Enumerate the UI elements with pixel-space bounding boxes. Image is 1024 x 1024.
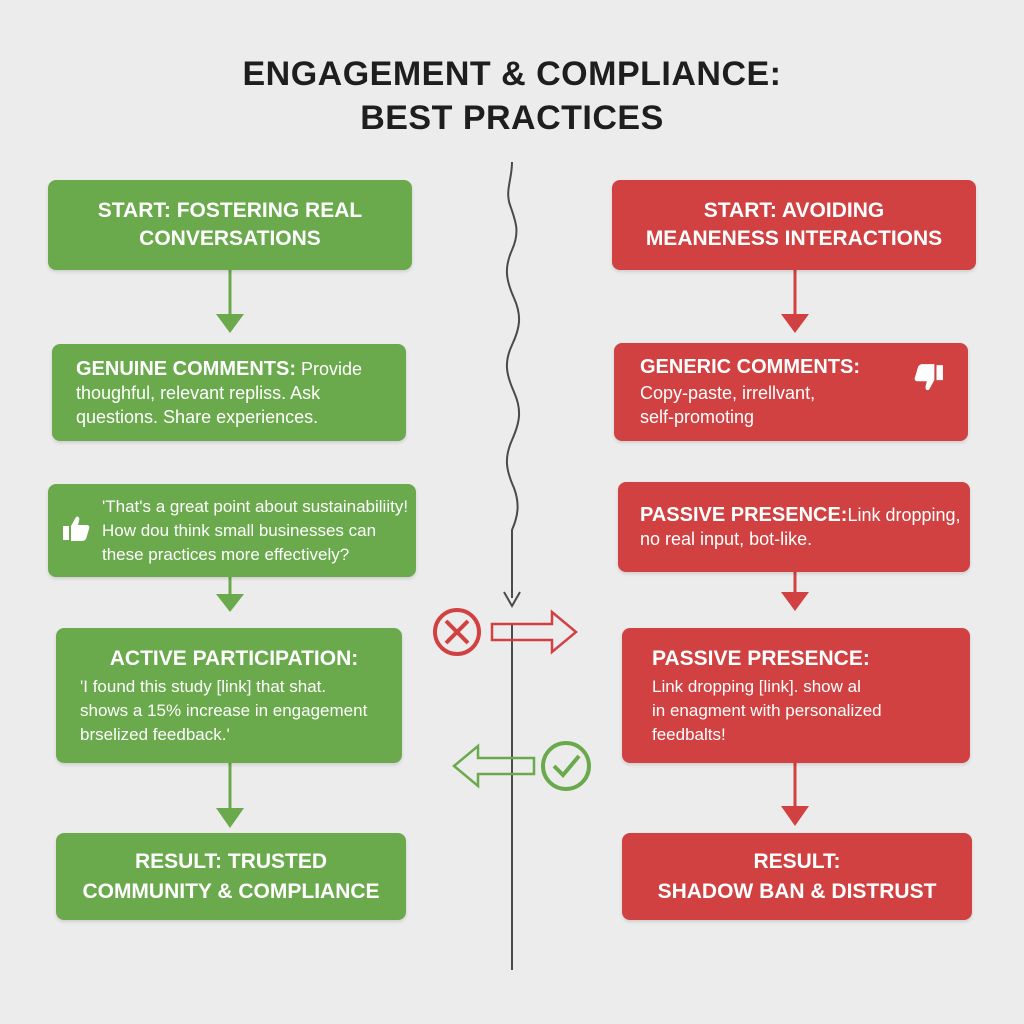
- right-arrow-3: [781, 763, 809, 826]
- left-start-line-2: CONVERSATIONS: [139, 227, 321, 250]
- right-result-line-1: RESULT:: [753, 849, 841, 873]
- left-arrow-3: [216, 763, 244, 828]
- passive2-line-3: feedbalts!: [652, 724, 726, 744]
- left-arrow-1: [216, 270, 244, 333]
- passive2-line-1: Link dropping [link]. show al: [652, 676, 861, 696]
- passive2-line-2: in enagment with personalized: [652, 700, 882, 720]
- active-heading: ACTIVE PARTICIPATION:: [109, 646, 359, 670]
- genuine-text-2: thoughful, relevant repliss. Ask: [76, 382, 321, 403]
- right-arrow-1: [781, 270, 809, 333]
- right-arrow-2: [781, 572, 809, 611]
- right-result-line-2: SHADOW BAN & DISTRUST: [657, 879, 937, 903]
- passive1-heading: PASSIVE PRESENCE:: [640, 504, 848, 526]
- cross-circle-icon: [433, 608, 481, 656]
- quote-line-2: How dou think small businesses can: [102, 520, 377, 540]
- active-line-2: shows a 15% increase in engagement: [80, 700, 368, 720]
- active-line-1: 'I found this study [link] that shat.: [80, 676, 327, 696]
- page-title: ENGAGEMENT & COMPLIANCE: BEST PRACTICES: [0, 52, 1024, 140]
- quote-line-1: 'That's a great point about sustainabili…: [102, 496, 409, 516]
- left-start-box: START: FOSTERING REAL CONVERSATIONS: [48, 180, 412, 270]
- left-genuine-box: GENUINE COMMENTS: Provide thoughful, rel…: [52, 344, 406, 441]
- left-quote-box: 'That's a great point about sustainabili…: [48, 484, 416, 577]
- right-passive2-box: PASSIVE PRESENCE: Link dropping [link]. …: [622, 628, 970, 763]
- left-result-box: RESULT: TRUSTED COMMUNITY & COMPLIANCE: [56, 833, 406, 920]
- quote-line-3: these practices more effectively?: [102, 544, 350, 564]
- right-start-box: START: AVOIDING MEANENESS INTERACTIONS: [612, 180, 976, 270]
- title-line-1: ENGAGEMENT & COMPLIANCE:: [242, 55, 782, 93]
- passive1-line-2: no real input, bot-like.: [640, 529, 813, 549]
- outline-arrow-left: [452, 743, 536, 789]
- generic-line-1: Copy-paste, irrellvant,: [640, 382, 816, 403]
- genuine-heading: GENUINE COMMENTS:: [76, 357, 296, 380]
- divider-arrowhead: [503, 591, 521, 609]
- check-circle-icon: [541, 741, 591, 791]
- right-passive1-box: PASSIVE PRESENCE:Link dropping, no real …: [618, 482, 970, 572]
- wavy-divider: [506, 161, 520, 598]
- right-start-line-1: START: AVOIDING: [703, 199, 885, 222]
- right-result-box: RESULT: SHADOW BAN & DISTRUST: [622, 833, 972, 920]
- passive1-text-1: Link dropping,: [847, 505, 961, 525]
- thumbs-down-icon: [914, 364, 943, 391]
- right-generic-box: GENERIC COMMENTS: Copy-paste, irrellvant…: [614, 343, 968, 441]
- outline-arrow-right: [490, 609, 578, 655]
- left-result-line-1: RESULT: TRUSTED: [134, 849, 328, 873]
- genuine-text-1: Provide: [296, 358, 363, 379]
- left-start-line-1: START: FOSTERING REAL: [97, 199, 363, 222]
- thumbs-up-icon: [63, 516, 90, 541]
- active-line-3: brselized feedback.': [80, 724, 230, 744]
- passive2-heading: PASSIVE PRESENCE:: [652, 646, 870, 670]
- left-result-line-2: COMMUNITY & COMPLIANCE: [82, 879, 380, 903]
- left-arrow-2: [216, 577, 244, 612]
- generic-heading: GENERIC COMMENTS:: [640, 355, 860, 378]
- generic-line-2: self-promoting: [640, 406, 755, 427]
- left-active-box: ACTIVE PARTICIPATION: 'I found this stud…: [56, 628, 402, 763]
- genuine-text-3: questions. Share experiences.: [76, 406, 319, 427]
- title-line-2: BEST PRACTICES: [360, 99, 664, 137]
- right-start-line-2: MEANENESS INTERACTIONS: [645, 227, 943, 250]
